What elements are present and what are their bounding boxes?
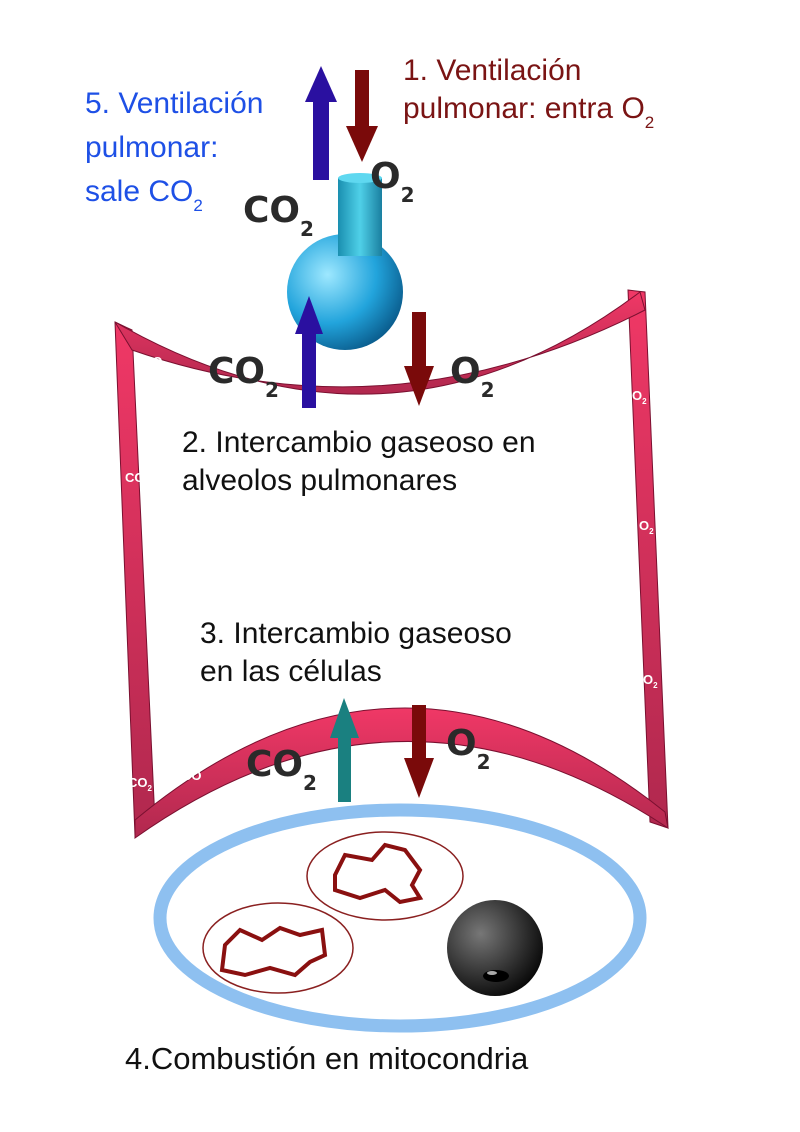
co2-cell-arrow [330, 698, 359, 802]
co2-label-cell: CO2 [246, 744, 317, 795]
vessel-bottom [134, 707, 669, 839]
step1-line1: 1. Ventilación [403, 54, 582, 87]
o2-alveolus-arrow [404, 312, 434, 406]
mitochondrion [202, 902, 354, 994]
step5-line1: 5. Ventilación [85, 87, 264, 120]
vessel-co2-label: CO2 [125, 470, 150, 488]
co2-label-alveolus: CO2 [208, 351, 279, 402]
cell [153, 803, 647, 1033]
vessel-o2-label: O2 [632, 388, 647, 406]
step1-line2: pulmonar: entra O2 [403, 92, 655, 132]
step2-label: 2. Intercambio gaseoso en alveolos pulmo… [182, 424, 536, 500]
vessel-co-label: CO [182, 768, 202, 783]
step5-label: 5. Ventilación pulmonar: sale CO2 [85, 82, 263, 228]
co2-alveolus-arrow [295, 296, 323, 408]
o2-label-alveolus: O2 [450, 351, 495, 402]
step5-line2: pulmonar: [85, 131, 219, 164]
nucleus-sphere [447, 900, 543, 996]
step2-line2: alveolos pulmonares [182, 464, 458, 497]
vessel-left [114, 321, 156, 837]
vessel-right [627, 289, 669, 829]
o2-label-top: O2 [370, 156, 415, 207]
step3-label: 3. Intercambio gaseoso en las células [200, 615, 512, 691]
step5-line3: sale CO2 [85, 175, 203, 215]
step4-label: 4.Combustión en mitocondria [125, 1041, 529, 1076]
vessel-o2-label: O2 [639, 518, 654, 536]
step3-line2: en las células [200, 655, 382, 688]
blood-vessel-loop [114, 289, 669, 839]
vessel-top [114, 291, 646, 395]
o2-cell-arrow [404, 705, 434, 798]
vessel-o2-label: O2 [486, 695, 501, 713]
vessel-o2-label: O2 [643, 672, 658, 690]
step2-line1: 2. Intercambio gaseoso en [182, 426, 536, 459]
vessel-co2-label: CO2 [128, 775, 153, 793]
step1-label: 1. Ventilación pulmonar: entra O2 [403, 52, 654, 142]
co2-out-arrow [305, 66, 337, 180]
o2-label-cell: O2 [446, 723, 491, 774]
o2-in-arrow [346, 70, 378, 162]
vessel-co2-label: CO2 [143, 354, 168, 372]
co2-label-top: CO2 [243, 190, 314, 241]
step3-line1: 3. Intercambio gaseoso [200, 617, 512, 650]
mitochondrion [306, 831, 464, 921]
